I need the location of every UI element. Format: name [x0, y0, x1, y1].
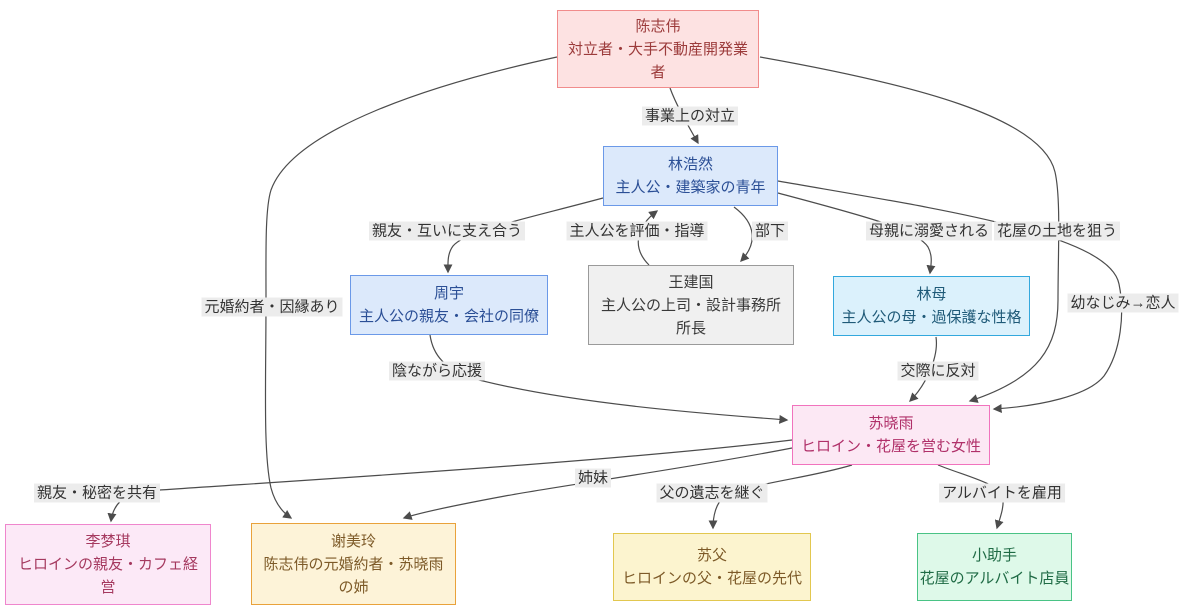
node-title: 苏父: [696, 547, 727, 564]
node-title: 小助手: [971, 547, 1017, 564]
edge-label-doted-by-mother: 母親に溺愛される: [865, 221, 993, 241]
node-subtitle: ヒロインの父・花屋の先代: [621, 570, 802, 587]
node-subtitle: ヒロインの親友・カフェ経 営: [17, 556, 198, 596]
node-title: 谢美玲: [330, 532, 376, 550]
node-title: 林浩然: [667, 156, 713, 173]
node-title: 王建国: [668, 273, 714, 291]
edge-label-mentors: 主人公を評価・指導: [566, 221, 708, 241]
node-subtitle: 主人公の上司・設計事務所 所長: [600, 296, 781, 337]
edge-label-childhood-to-lover: 幼なじみ→恋人: [1067, 293, 1179, 313]
edge-label-business-rivalry: 事業上の対立: [641, 106, 739, 126]
edge-lin-to-wang: [733, 206, 753, 262]
node-lin-haoran: 林浩然 主人公・建築家の青年: [603, 146, 778, 206]
node-subtitle: ヒロイン・花屋を営む女性: [800, 438, 981, 455]
node-subtitle: 主人公の親友・会社の同僚: [358, 308, 539, 325]
edge-lin-to-linmu: [777, 192, 936, 275]
edge-label-targets-shop-land: 花屋の土地を狙う: [993, 221, 1121, 241]
node-subtitle: 陈志伟の元婚約者・苏晓雨 の姉: [263, 555, 444, 596]
node-title: 李梦琪: [85, 533, 131, 550]
node-title: 苏晓雨: [868, 415, 914, 432]
edge-lin-to-su: [777, 180, 1123, 413]
edge-lin-to-zhou: [443, 197, 604, 274]
node-subtitle: 主人公・建築家の青年: [615, 179, 766, 196]
node-subtitle: 花屋のアルバイト店員: [919, 570, 1070, 587]
edge-chen-to-su: [759, 56, 1060, 403]
node-su-father: 苏父 ヒロインの父・花屋の先代: [613, 533, 811, 601]
node-su-xiaoyu: 苏晓雨 ヒロイン・花屋を営む女性: [792, 405, 990, 465]
node-zhou-yu: 周宇 主人公の親友・会社の同僚: [350, 275, 548, 335]
edge-label-employs-parttimer: アルバイトを雇用: [939, 483, 1065, 503]
node-title: 林母: [916, 286, 947, 303]
edge-label-inherits-will: 父の遺志を継ぐ: [656, 483, 768, 503]
edge-label-shares-secrets: 親友・秘密を共有: [33, 483, 161, 503]
edge-label-secret-support: 陰ながら応援: [388, 361, 486, 381]
node-wang-jianguo: 王建国 主人公の上司・設計事務所 所長: [588, 265, 794, 345]
node-shop-assistant: 小助手 花屋のアルバイト店員: [917, 533, 1072, 601]
edge-su-to-xie: [402, 447, 793, 520]
node-li-mengqi: 李梦琪 ヒロインの親友・カフェ経 営: [5, 524, 211, 605]
node-chen-zhiwei: 陈志伟 対立者・大手不動産開発業 者: [557, 10, 759, 88]
edge-chen-to-xie: [264, 56, 558, 519]
node-title: 陈志伟: [635, 17, 681, 35]
edge-label-opposes-dating: 交際に反対: [897, 361, 979, 381]
edge-su-to-li: [107, 439, 793, 523]
edge-label-ex-fiancee: 元婚約者・因縁あり: [201, 297, 343, 317]
edge-zhou-to-su: [429, 334, 789, 424]
node-xie-meiling: 谢美玲 陈志伟の元婚約者・苏晓雨 の姉: [251, 523, 456, 605]
node-title: 周宇: [433, 285, 464, 302]
edge-label-best-friends: 親友・互いに支え合う: [368, 221, 526, 241]
node-subtitle: 対立者・大手不動産開発業 者: [567, 40, 748, 81]
edge-label-sisters: 姉妹: [574, 468, 612, 488]
node-subtitle: 主人公の母・過保護な性格: [841, 309, 1022, 326]
edge-label-subordinate: 部下: [751, 221, 789, 241]
node-lin-mother: 林母 主人公の母・過保護な性格: [833, 276, 1030, 336]
